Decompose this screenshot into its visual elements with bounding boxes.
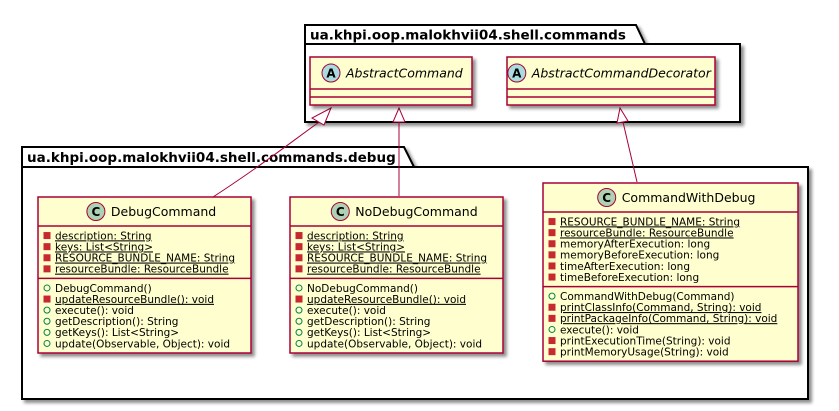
public-visibility-icon bbox=[548, 292, 556, 300]
private-visibility-icon bbox=[295, 243, 303, 251]
private-visibility-icon bbox=[295, 295, 303, 303]
inheritance-arrowhead-icon bbox=[616, 106, 629, 124]
class-badge-icon bbox=[330, 202, 350, 221]
field-member: keys: List<String> bbox=[307, 241, 405, 253]
method-member: execute(): void bbox=[560, 324, 639, 336]
private-visibility-icon bbox=[548, 348, 556, 356]
inheritance-arrowhead-icon bbox=[310, 106, 332, 126]
private-visibility-icon bbox=[548, 337, 556, 345]
field-member: RESOURCE_BUNDLE_NAME: String bbox=[560, 216, 740, 228]
private-visibility-icon bbox=[295, 232, 303, 240]
field-member: memoryBeforeExecution: long bbox=[560, 250, 719, 262]
inheritance-arrowhead-icon bbox=[392, 106, 406, 123]
public-visibility-icon bbox=[548, 325, 556, 333]
method-member: printMemoryUsage(String): void bbox=[560, 346, 729, 358]
field-member: description: String bbox=[55, 230, 152, 242]
class-name: AbstractCommand bbox=[345, 66, 463, 81]
classes-layer: A AbstractCommand A AbstractCommandDecorato… bbox=[37, 56, 799, 362]
method-member: NoDebugCommand() bbox=[307, 283, 418, 295]
class-name: CommandWithDebug bbox=[622, 190, 756, 205]
private-visibility-icon bbox=[548, 251, 556, 259]
public-visibility-icon bbox=[43, 284, 51, 292]
method-member: update(Observable, Object): void bbox=[55, 338, 230, 350]
public-visibility-icon bbox=[295, 317, 303, 325]
method-member: CommandWithDebug(Command) bbox=[560, 291, 735, 303]
package-debug-name: ua.khpi.oop.malokhvii04.shell.commands.d… bbox=[27, 150, 396, 166]
public-visibility-icon bbox=[295, 306, 303, 314]
public-visibility-icon bbox=[43, 328, 51, 336]
private-visibility-icon bbox=[43, 295, 51, 303]
class-abstract-command-decorator: A AbstractCommandDecorator bbox=[506, 56, 716, 106]
relation-commandwithdebug-to-decorator bbox=[622, 121, 638, 183]
field-member: timeAfterExecution: long bbox=[560, 261, 690, 273]
public-visibility-icon bbox=[295, 284, 303, 292]
public-visibility-icon bbox=[43, 339, 51, 347]
private-visibility-icon bbox=[548, 218, 556, 226]
method-member: getKeys(): List<String> bbox=[55, 327, 179, 339]
field-member: keys: List<String> bbox=[55, 241, 153, 253]
class-no-debug-command: C NoDebugCommand description: Stringkeys: … bbox=[289, 196, 504, 354]
private-visibility-icon bbox=[43, 243, 51, 251]
relations bbox=[212, 106, 638, 198]
private-visibility-icon bbox=[548, 273, 556, 281]
private-visibility-icon bbox=[43, 254, 51, 262]
class-badge-icon bbox=[86, 202, 106, 221]
method-member: getDescription(): String bbox=[55, 316, 178, 328]
private-visibility-icon bbox=[43, 265, 51, 273]
package-commands-name: ua.khpi.oop.malokhvii04.shell.commands bbox=[310, 28, 626, 44]
public-visibility-icon bbox=[43, 306, 51, 314]
public-visibility-icon bbox=[295, 339, 303, 347]
class-box bbox=[289, 196, 504, 354]
public-visibility-icon bbox=[295, 328, 303, 336]
class-badge-letter: A bbox=[326, 66, 336, 80]
method-member: execute(): void bbox=[55, 305, 134, 317]
class-name: DebugCommand bbox=[111, 204, 216, 219]
relation-debugcommand-to-abstractcommand bbox=[212, 117, 326, 198]
class-name: AbstractCommandDecorator bbox=[531, 66, 712, 81]
abstract-class-badge-icon bbox=[321, 63, 341, 83]
field-member: description: String bbox=[307, 230, 404, 242]
method-member: DebugCommand() bbox=[55, 283, 152, 295]
field-member: memoryAfterExecution: long bbox=[560, 239, 710, 251]
method-member: execute(): void bbox=[307, 305, 386, 317]
class-abstract-command: A AbstractCommand bbox=[309, 56, 473, 106]
method-member: update(Observable, Object): void bbox=[307, 338, 482, 350]
field-member: resourceBundle: ResourceBundle bbox=[55, 264, 229, 276]
private-visibility-icon bbox=[548, 303, 556, 311]
method-member: printClassInfo(Command, String): void bbox=[560, 302, 761, 314]
class-badge-icon bbox=[597, 188, 617, 207]
field-member: RESOURCE_BUNDLE_NAME: String bbox=[307, 253, 487, 265]
field-member: timeBeforeExecution: long bbox=[560, 272, 699, 284]
method-member: getKeys(): List<String> bbox=[307, 327, 431, 339]
abstract-class-badge-icon bbox=[507, 63, 527, 83]
private-visibility-icon bbox=[43, 232, 51, 240]
private-visibility-icon bbox=[548, 314, 556, 322]
class-badge-letter: C bbox=[602, 191, 611, 205]
method-member: updateResourceBundle(): void bbox=[55, 294, 214, 306]
field-member: resourceBundle: ResourceBundle bbox=[307, 264, 481, 276]
class-badge-letter: C bbox=[336, 205, 345, 219]
class-box bbox=[506, 56, 716, 106]
private-visibility-icon bbox=[295, 254, 303, 262]
method-member: updateResourceBundle(): void bbox=[307, 294, 466, 306]
field-member: RESOURCE_BUNDLE_NAME: String bbox=[55, 253, 235, 265]
method-member: printPackageInfo(Command, String): void bbox=[560, 313, 777, 325]
private-visibility-icon bbox=[295, 265, 303, 273]
class-box bbox=[37, 196, 252, 354]
private-visibility-icon bbox=[548, 262, 556, 270]
class-name: NoDebugCommand bbox=[355, 204, 477, 219]
public-visibility-icon bbox=[43, 317, 51, 325]
method-member: printExecutionTime(String): void bbox=[560, 335, 731, 347]
field-member: resourceBundle: ResourceBundle bbox=[560, 227, 734, 239]
class-badge-letter: A bbox=[512, 66, 522, 80]
class-badge-letter: C bbox=[91, 205, 100, 219]
private-visibility-icon bbox=[548, 240, 556, 248]
private-visibility-icon bbox=[548, 229, 556, 237]
method-member: getDescription(): String bbox=[307, 316, 430, 328]
